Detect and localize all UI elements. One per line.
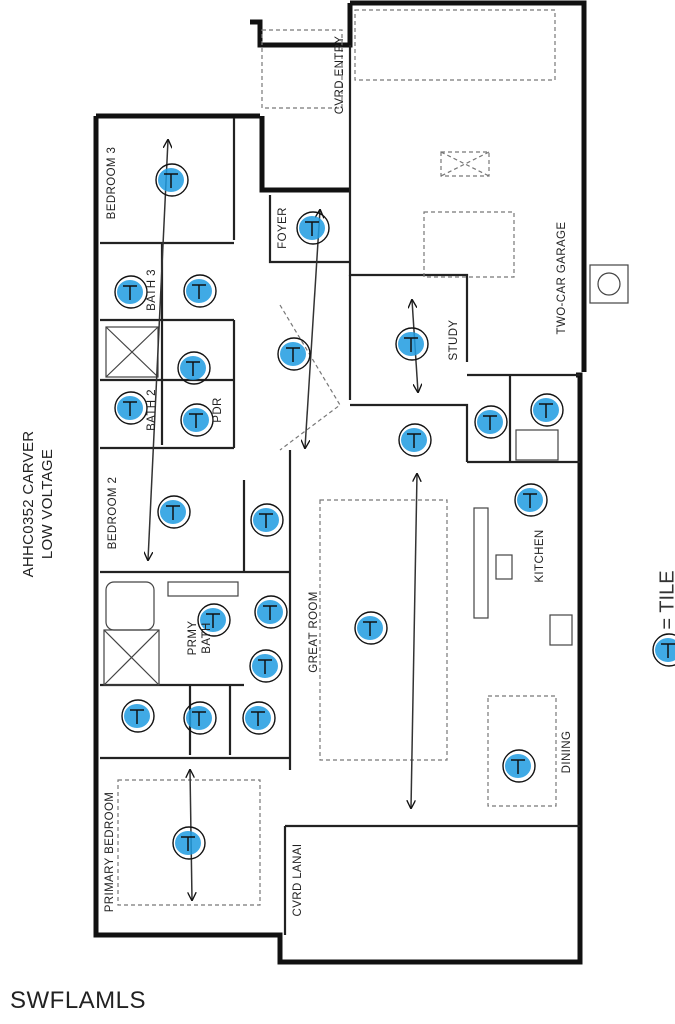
tile-marker-icon <box>277 337 311 371</box>
tile-marker-icon <box>474 405 508 439</box>
tile-marker-icon <box>296 211 330 245</box>
tile-marker-icon <box>114 391 148 425</box>
tile-markers <box>114 163 675 860</box>
room-label-two-car-garage: TWO-CAR GARAGE <box>556 221 568 335</box>
room-label-primary-bedroom: PRIMARY BEDROOM <box>104 791 116 913</box>
room-label-bedroom3: BEDROOM 3 <box>106 146 118 220</box>
tile-marker-icon <box>177 351 211 385</box>
tile-marker-icon <box>652 633 675 667</box>
tile-marker-icon <box>502 749 536 783</box>
tile-marker-icon <box>157 495 191 529</box>
fixtures <box>103 264 629 686</box>
room-label-great-room: GREAT ROOM <box>308 591 320 673</box>
tile-marker-icon <box>254 595 288 629</box>
exterior-walls <box>93 0 587 965</box>
porch-dashed-lines <box>117 9 557 906</box>
tile-marker-icon <box>242 701 276 735</box>
room-label-bath2: BATH 2 <box>146 389 158 431</box>
room-label-foyer: FOYER <box>277 207 289 249</box>
tile-marker-icon <box>180 403 214 437</box>
tile-marker-icon <box>183 701 217 735</box>
tile-marker-icon <box>114 275 148 309</box>
room-label-pdr: PDR <box>212 397 224 423</box>
room-label-dining: DINING <box>561 730 573 774</box>
tile-marker-icon <box>250 503 284 537</box>
room-label-kitchen: KITCHEN <box>534 529 546 583</box>
watermark: SWFLAMLS <box>10 987 147 1014</box>
tile-marker-icon <box>249 649 283 683</box>
room-label-study: STUDY <box>448 319 460 361</box>
tile-marker-icon <box>197 603 231 637</box>
room-label-bedroom2: BEDROOM 2 <box>107 476 119 550</box>
tile-marker-icon <box>530 393 564 427</box>
tile-marker-icon <box>354 611 388 645</box>
tile-marker-icon <box>155 163 189 197</box>
room-label-prmy-bath: PRMY BATH <box>187 620 213 656</box>
room-label-bath3: BATH 3 <box>146 269 158 311</box>
tile-marker-icon <box>395 327 429 361</box>
legend-tile-text: = TILE <box>656 570 675 629</box>
room-label-cvrd-lanai: CVRD LANAI <box>292 843 304 917</box>
tile-marker-icon <box>172 826 206 860</box>
interior-walls <box>100 45 580 935</box>
tile-marker-icon <box>183 274 217 308</box>
plan-code-title: AHHC0352 CARVER <box>20 430 37 578</box>
tile-marker-icon <box>398 423 432 457</box>
plan-subtitle: LOW VOLTAGE <box>39 448 56 560</box>
room-label-cvrd-entry: CVRD ENTRY <box>334 35 346 115</box>
tile-marker-icon <box>121 699 155 733</box>
tile-marker-icon <box>514 483 548 517</box>
